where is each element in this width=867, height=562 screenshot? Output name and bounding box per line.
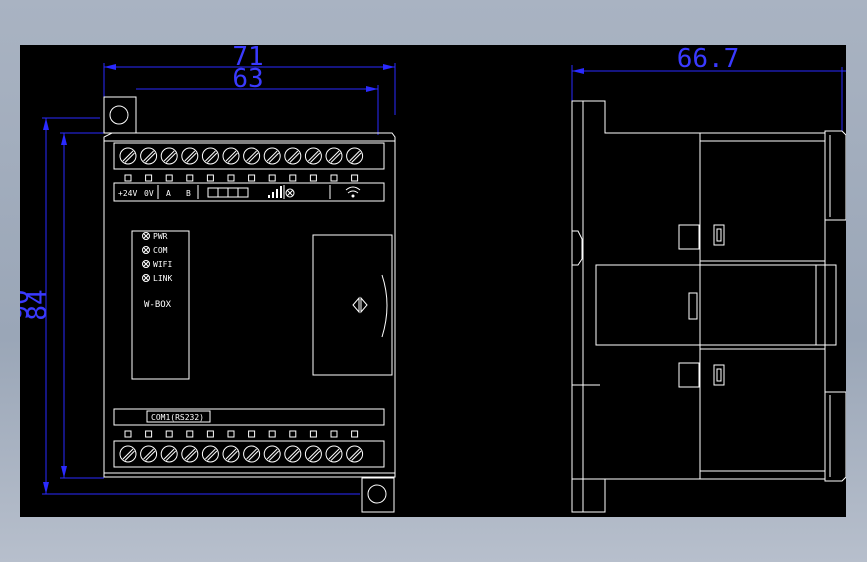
housing-outline [103, 132, 396, 478]
terminal-screw [181, 147, 199, 165]
dim-71: 71 [232, 45, 263, 72]
led-label-link: LINK [153, 274, 172, 283]
din-hook [572, 230, 583, 266]
terminal-screw [304, 445, 322, 463]
terminal-screw [119, 445, 137, 463]
terminal-screw [304, 147, 322, 165]
terminal-pin [289, 430, 297, 438]
terminal-pin [124, 174, 132, 182]
cad-viewport[interactable]: 71 63 90 84 +24V 0V A B [20, 45, 846, 517]
wifi-icon [345, 186, 361, 198]
terminal-screw [201, 147, 219, 165]
mount-ear-top [103, 96, 137, 134]
din-clip [571, 100, 701, 513]
terminal-pin [124, 430, 132, 438]
label-0v: 0V [144, 189, 154, 198]
terminal-cover-top [824, 130, 846, 221]
terminal-pin [330, 174, 338, 182]
terminal-screw [346, 147, 364, 165]
terminal-screw [119, 147, 137, 165]
label-24v: +24V [118, 189, 137, 198]
terminal-pin [351, 430, 359, 438]
dim-84: 84 [23, 289, 53, 320]
terminal-pin [227, 430, 235, 438]
terminal-screw [243, 445, 261, 463]
dimension-lines-front [42, 63, 396, 495]
terminal-pin [145, 430, 153, 438]
dim-90: 90 [20, 289, 35, 320]
dim-63: 63 [232, 64, 263, 94]
side-housing [699, 132, 826, 480]
device-name: W-BOX [144, 300, 172, 310]
mount-ear-bottom [361, 477, 395, 513]
terminal-screw [325, 445, 343, 463]
terminal-pin [186, 430, 194, 438]
led-indicator [142, 232, 150, 240]
terminal-cover-bottom [824, 391, 846, 482]
led-label-com: COM [153, 246, 168, 255]
cad-drawing: 71 63 90 84 +24V 0V A B [20, 45, 846, 513]
terminal-pin [227, 174, 235, 182]
terminal-pin [330, 430, 338, 438]
terminal-pin [165, 430, 173, 438]
port-label: COM1(RS232) [151, 413, 204, 422]
terminal-pin [268, 174, 276, 182]
terminal-pin [268, 430, 276, 438]
label-a: A [166, 189, 171, 198]
terminal-strip-top [113, 142, 385, 170]
terminal-screw [263, 147, 281, 165]
label-b: B [186, 189, 191, 198]
side-cover-profile [595, 264, 837, 346]
label-strip-bottom [113, 408, 385, 426]
terminal-pin [206, 174, 214, 182]
terminal-screw [140, 147, 158, 165]
terminal-screw [243, 147, 261, 165]
side-view [571, 100, 846, 513]
terminal-pin [248, 430, 256, 438]
terminal-pin [206, 430, 214, 438]
led-panel [131, 230, 190, 380]
dip-switch-icon [207, 187, 249, 198]
terminal-pin [289, 174, 297, 182]
terminal-screw [222, 445, 240, 463]
terminal-pin [145, 174, 153, 182]
led-indicator [142, 260, 150, 268]
signal-bars-icon [268, 186, 282, 198]
terminal-pin [309, 174, 317, 182]
terminal-pin [248, 174, 256, 182]
circle-x-icon [285, 188, 295, 198]
terminal-screw [222, 147, 240, 165]
terminal-screw [346, 445, 364, 463]
terminal-screw [284, 147, 302, 165]
terminal-pin [165, 174, 173, 182]
terminal-screw [140, 445, 158, 463]
led-indicator [142, 274, 150, 282]
dimension-lines-side [571, 65, 846, 131]
terminal-pin [186, 174, 194, 182]
mount-hole-bottom [367, 484, 387, 504]
terminal-strip-bottom [113, 440, 385, 468]
led-label-wifi: WIFI [153, 260, 172, 269]
terminal-screw [201, 445, 219, 463]
terminal-pin [351, 174, 359, 182]
terminal-screw [263, 445, 281, 463]
terminal-pin [309, 430, 317, 438]
terminal-screw [325, 147, 343, 165]
latch-arrows-icon [352, 296, 368, 314]
led-indicator [142, 246, 150, 254]
terminal-screw [160, 445, 178, 463]
label-strip-top [113, 182, 385, 202]
terminal-screw [160, 147, 178, 165]
terminal-screw [284, 445, 302, 463]
terminal-screw [181, 445, 199, 463]
mount-hole-top [109, 105, 129, 125]
side-cover [312, 234, 393, 376]
led-label-pwr: PWR [153, 232, 168, 241]
front-view: +24V 0V A B PWR COM WI [103, 96, 396, 513]
dim-66-7: 66.7 [677, 45, 740, 74]
